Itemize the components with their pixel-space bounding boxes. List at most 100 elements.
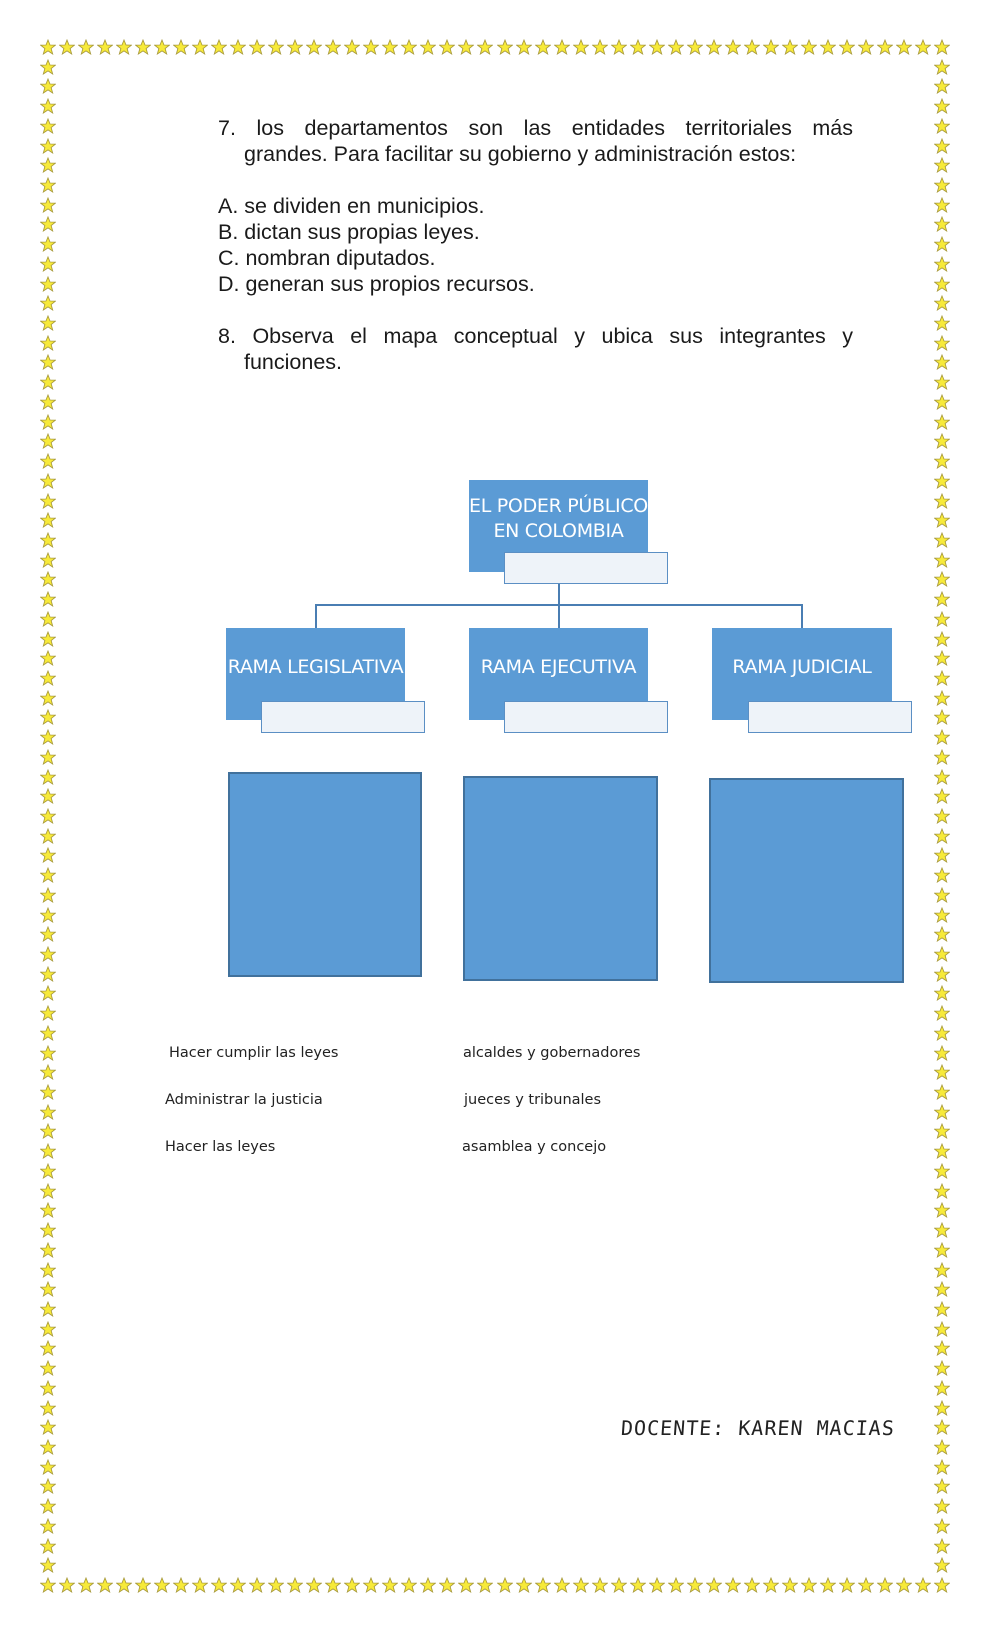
star-icon	[895, 39, 912, 55]
star-icon	[173, 1577, 190, 1593]
connector-legislativa	[315, 604, 317, 628]
star-icon	[610, 1577, 627, 1593]
star-icon	[934, 98, 950, 115]
star-icon	[629, 1577, 646, 1593]
star-icon	[838, 39, 855, 55]
star-icon	[40, 1458, 56, 1475]
star-icon	[934, 748, 950, 765]
star-icon	[40, 295, 56, 312]
star-icon	[934, 1044, 950, 1061]
star-icon	[934, 512, 950, 529]
ejecutiva-text-slot[interactable]	[504, 701, 668, 733]
star-icon	[934, 689, 950, 706]
star-icon	[934, 788, 950, 805]
star-icon	[40, 1044, 56, 1061]
star-icon	[781, 1577, 798, 1593]
star-icon	[40, 985, 56, 1002]
star-icon	[40, 39, 56, 55]
star-icon	[934, 965, 950, 982]
star-icon	[934, 1143, 950, 1160]
star-icon	[40, 847, 56, 864]
root-line1: EL PODER PÚBLICO	[469, 495, 648, 517]
star-icon	[325, 39, 342, 55]
star-icon	[173, 39, 190, 55]
star-icon	[439, 1577, 456, 1593]
star-icon	[40, 1537, 56, 1554]
star-icon	[40, 433, 56, 450]
star-icon	[135, 1577, 152, 1593]
star-icon	[934, 1517, 950, 1534]
star-icon	[420, 39, 437, 55]
star-icon	[40, 157, 56, 174]
star-icon	[934, 1084, 950, 1101]
star-icon	[40, 1419, 56, 1436]
option-a: A. se dividen en municipios.	[218, 194, 485, 218]
drop-box-ejecutiva[interactable]	[463, 776, 658, 981]
star-icon	[934, 1005, 950, 1022]
star-icon	[934, 827, 950, 844]
root-text-slot[interactable]	[504, 552, 668, 584]
star-icon	[420, 1577, 437, 1593]
connector-judicial	[801, 604, 803, 628]
star-icon	[934, 630, 950, 647]
word-jueces[interactable]: jueces y tribunales	[464, 1092, 602, 1108]
star-icon	[40, 78, 56, 95]
star-icon	[40, 729, 56, 746]
legislativa-text-slot[interactable]	[261, 701, 425, 733]
star-icon	[934, 275, 950, 292]
star-icon	[40, 98, 56, 115]
star-icon	[934, 78, 950, 95]
star-icon	[934, 117, 950, 134]
drop-box-legislativa[interactable]	[228, 772, 422, 977]
star-icon	[686, 39, 703, 55]
star-icon	[40, 354, 56, 371]
star-icon	[534, 1577, 551, 1593]
word-asamblea[interactable]: asamblea y concejo	[462, 1139, 607, 1155]
star-icon	[40, 709, 56, 726]
star-icon	[40, 867, 56, 884]
star-icon	[629, 39, 646, 55]
question-7-line2: grandes. Para facilitar su gobierno y ad…	[244, 142, 797, 166]
star-icon	[934, 1123, 950, 1140]
star-icon	[40, 1202, 56, 1219]
star-icon	[934, 808, 950, 824]
star-icon	[934, 413, 950, 430]
star-icon	[40, 236, 56, 253]
star-icon	[914, 1577, 931, 1593]
star-icon	[211, 39, 228, 55]
star-icon	[934, 295, 950, 312]
star-icon	[857, 1577, 874, 1593]
star-icon	[857, 39, 874, 55]
star-icon	[934, 1577, 950, 1593]
star-icon	[934, 1300, 950, 1317]
judicial-text-slot[interactable]	[748, 701, 912, 733]
word-alcaldes[interactable]: alcaldes y gobernadores	[463, 1045, 641, 1061]
star-icon	[800, 39, 817, 55]
star-icon	[934, 1399, 950, 1416]
star-icon	[97, 1577, 114, 1593]
star-icon	[934, 946, 950, 963]
branch-judicial-label: RAMA JUDICIAL	[732, 656, 872, 678]
star-icon	[40, 1360, 56, 1377]
star-icon	[934, 58, 950, 75]
star-icon	[40, 315, 56, 332]
star-icon	[40, 1557, 56, 1574]
star-icon	[934, 650, 950, 667]
star-icon	[914, 39, 931, 55]
star-icon	[934, 453, 950, 470]
star-icon	[934, 1379, 950, 1396]
star-icon	[40, 1379, 56, 1396]
star-icon	[934, 157, 950, 174]
star-icon	[211, 1577, 228, 1593]
star-icon	[249, 39, 266, 55]
star-icon	[534, 39, 551, 55]
drop-box-judicial[interactable]	[709, 778, 904, 983]
star-icon	[40, 1024, 56, 1041]
word-administrar-justicia[interactable]: Administrar la justicia	[165, 1092, 323, 1108]
star-icon	[40, 334, 56, 351]
star-icon	[40, 1300, 56, 1317]
word-hacer-cumplir[interactable]: Hacer cumplir las leyes	[169, 1045, 339, 1061]
star-icon	[934, 354, 950, 371]
word-hacer-leyes[interactable]: Hacer las leyes	[165, 1139, 276, 1155]
star-icon	[40, 926, 56, 943]
